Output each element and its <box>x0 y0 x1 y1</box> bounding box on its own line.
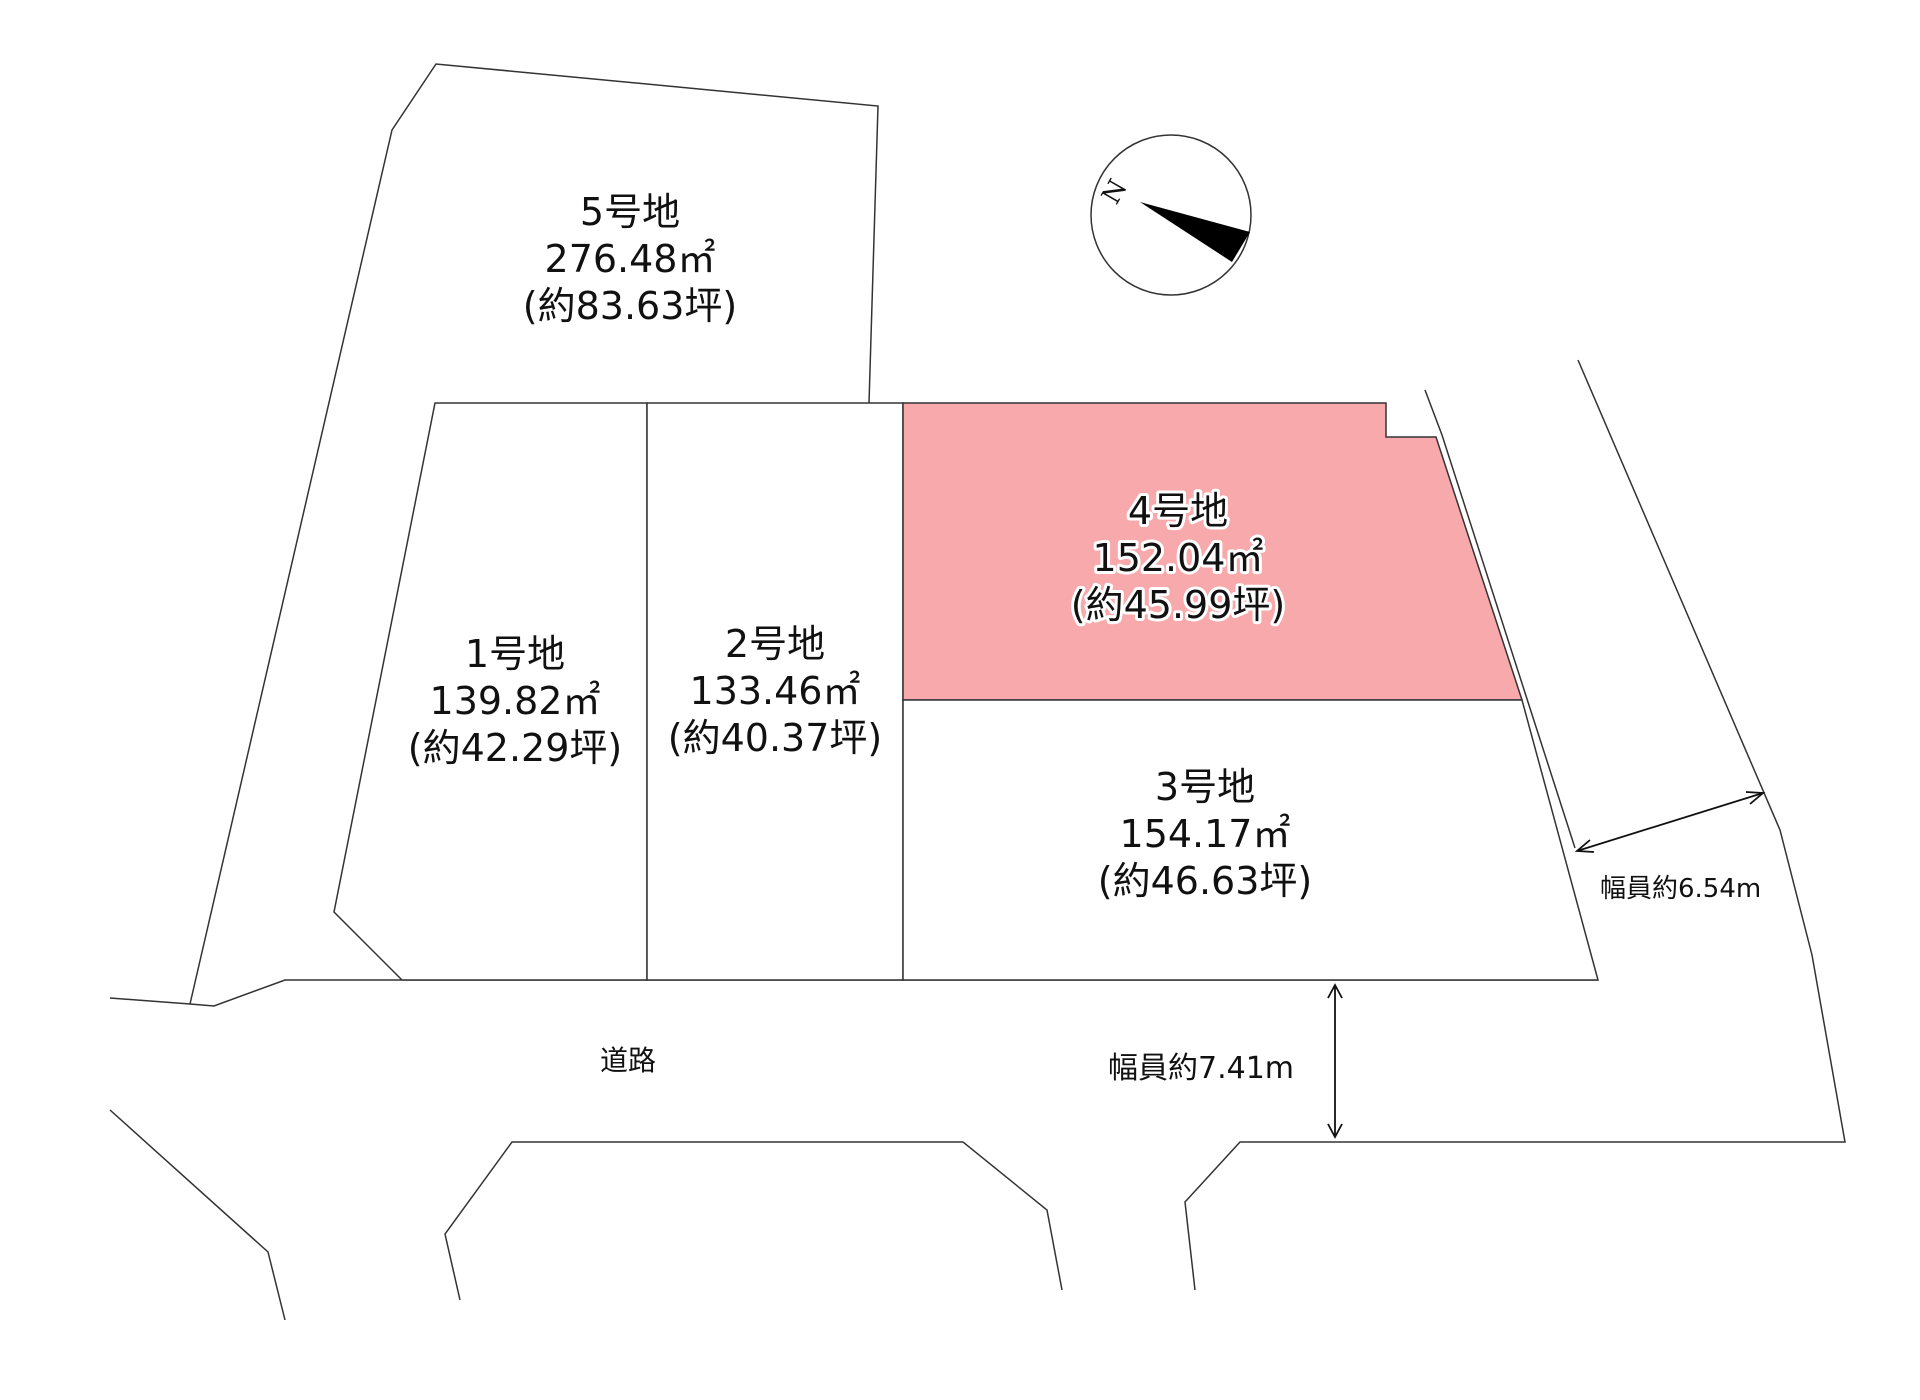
arrow-head-top <box>1327 983 1343 999</box>
lot-5-name: 5号地 <box>580 190 680 234</box>
lot-3-parcel[interactable] <box>902 699 1599 981</box>
lot-2-area: 133.46㎡ <box>690 669 861 713</box>
lot-4-area: 152.04㎡ <box>1093 536 1264 580</box>
road-width-side: 幅員約6.54m <box>1574 791 1766 904</box>
compass-needle-icon <box>1140 202 1250 262</box>
lots <box>333 402 1599 981</box>
side-arrow-head-right <box>1745 791 1766 805</box>
road-width-side-label: 幅員約6.54m <box>1600 874 1761 904</box>
side-arrow-head-left <box>1574 839 1595 853</box>
lot-4-name: 4号地 <box>1128 489 1228 533</box>
lot-4-tsubo: (約45.99坪) <box>1071 583 1285 627</box>
south-road-edge-1 <box>109 1109 286 1321</box>
road-width-main-label: 幅員約7.41m <box>1108 1051 1294 1086</box>
lot-5-tsubo: (約83.63坪) <box>523 284 737 328</box>
lot-5-left-edge <box>189 63 879 1005</box>
lot-1-tsubo: (約42.29坪) <box>408 726 622 770</box>
lot-2-name: 2号地 <box>725 622 825 666</box>
lot-labels: 5号地 276.48㎡ (約83.63坪) 1号地 139.82㎡ (約42.2… <box>408 190 1312 903</box>
road-width-side-arrow <box>1576 792 1764 852</box>
lot-1-name: 1号地 <box>465 632 565 676</box>
east-road-west-edge <box>1424 389 1576 849</box>
arrow-head-bottom <box>1327 1123 1343 1139</box>
lot-1-parcel[interactable] <box>333 402 648 981</box>
road-north-edge-left <box>109 997 191 1005</box>
north-compass: N <box>1090 134 1252 296</box>
south-road-edge-2 <box>444 1141 1063 1301</box>
lot-3-tsubo: (約46.63坪) <box>1098 859 1312 903</box>
lot-5-area: 276.48㎡ <box>545 237 716 281</box>
east-road-east-edge <box>1184 359 1846 1291</box>
lot-3-area: 154.17㎡ <box>1120 812 1291 856</box>
lot-1-area: 139.82㎡ <box>430 679 601 723</box>
road-width-main: 幅員約7.41m <box>1108 983 1343 1139</box>
road-label: 道路 <box>600 1044 656 1077</box>
lot-2-tsubo: (約40.37坪) <box>668 716 882 760</box>
lot-3-name: 3号地 <box>1155 765 1255 809</box>
